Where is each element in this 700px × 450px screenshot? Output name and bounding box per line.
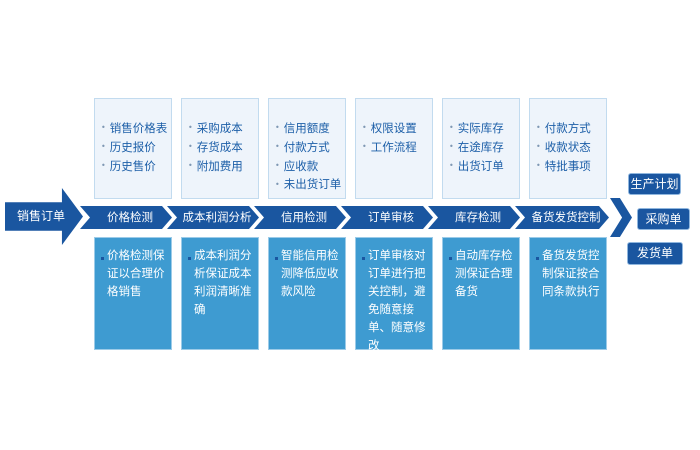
step-chevron: 库存检测 — [428, 206, 520, 229]
top-item: 特批事项 — [536, 157, 606, 176]
step-description-text: 备货发货控制保证按合同条款执行 — [542, 248, 600, 298]
step-label: 信用检测 — [281, 210, 327, 224]
step-inputs-box: 销售价格表历史报价历史售价 — [94, 98, 172, 199]
step-inputs-box: 信用额度付款方式应收款未出货订单 — [268, 98, 346, 199]
top-item: 历史报价 — [101, 138, 171, 157]
top-item: 存货成本 — [188, 138, 258, 157]
top-item: 付款方式 — [275, 138, 345, 157]
output-delivery-order: 发货单 — [627, 242, 683, 265]
top-item: 历史售价 — [101, 157, 171, 176]
output-production-plan: 生产计划 — [628, 173, 681, 195]
top-item: 在途库存 — [449, 138, 519, 157]
step-inputs-box: 权限设置工作流程 — [355, 98, 433, 199]
step-description-text: 订单审核对订单进行把关控制，避免随意接单、随意修改 — [368, 248, 426, 352]
step-label: 成本利润分析 — [182, 210, 252, 224]
top-item: 信用额度 — [275, 119, 345, 138]
top-item: 权限设置 — [362, 119, 432, 138]
step-label: 库存检测 — [455, 210, 501, 224]
step-description: 价格检测保证以合理价格销售 — [94, 237, 172, 350]
step-description-text: 价格检测保证以合理价格销售 — [107, 248, 165, 298]
step-inputs-box: 采购成本存货成本附加费用 — [181, 98, 259, 199]
step-description: 自动库存检测保证合理备货 — [442, 237, 520, 350]
top-item: 采购成本 — [188, 119, 258, 138]
step-chevron: 信用检测 — [254, 206, 346, 229]
top-item: 付款方式 — [536, 119, 606, 138]
step-label: 价格检测 — [107, 210, 153, 224]
top-item: 未出货订单 — [275, 175, 345, 194]
start-arrow-sales-order: 销售订单 — [5, 188, 83, 245]
end-chevron — [610, 198, 632, 237]
step-description: 成本利润分析保证成本利润清晰准确 — [181, 237, 259, 350]
top-item: 实际库存 — [449, 119, 519, 138]
step-description: 智能信用检测降低应收款风险 — [268, 237, 346, 350]
top-item: 收款状态 — [536, 138, 606, 157]
top-item: 附加费用 — [188, 157, 258, 176]
step-inputs-box: 实际库存在途库存出货订单 — [442, 98, 520, 199]
step-label: 订单审核 — [368, 210, 414, 224]
top-item: 销售价格表 — [101, 119, 171, 138]
step-chevron: 订单审核 — [341, 206, 433, 229]
top-item: 应收款 — [275, 157, 345, 176]
step-label: 备货发货控制 — [531, 210, 601, 224]
step-description-text: 成本利润分析保证成本利润清晰准确 — [194, 248, 252, 316]
step-description-text: 自动库存检测保证合理备货 — [455, 248, 513, 298]
top-item: 工作流程 — [362, 138, 432, 157]
step-chevron: 备货发货控制 — [515, 206, 609, 229]
step-description: 订单审核对订单进行把关控制，避免随意接单、随意修改 — [355, 237, 433, 352]
step-description: 备货发货控制保证按合同条款执行 — [529, 237, 607, 350]
top-item: 出货订单 — [449, 157, 519, 176]
output-purchase-order: 采购单 — [637, 208, 690, 230]
step-description-text: 智能信用检测降低应收款风险 — [281, 248, 339, 298]
step-chevron: 价格检测 — [80, 206, 172, 229]
step-chevron: 成本利润分析 — [167, 206, 259, 229]
step-inputs-box: 付款方式收款状态特批事项 — [529, 98, 607, 199]
